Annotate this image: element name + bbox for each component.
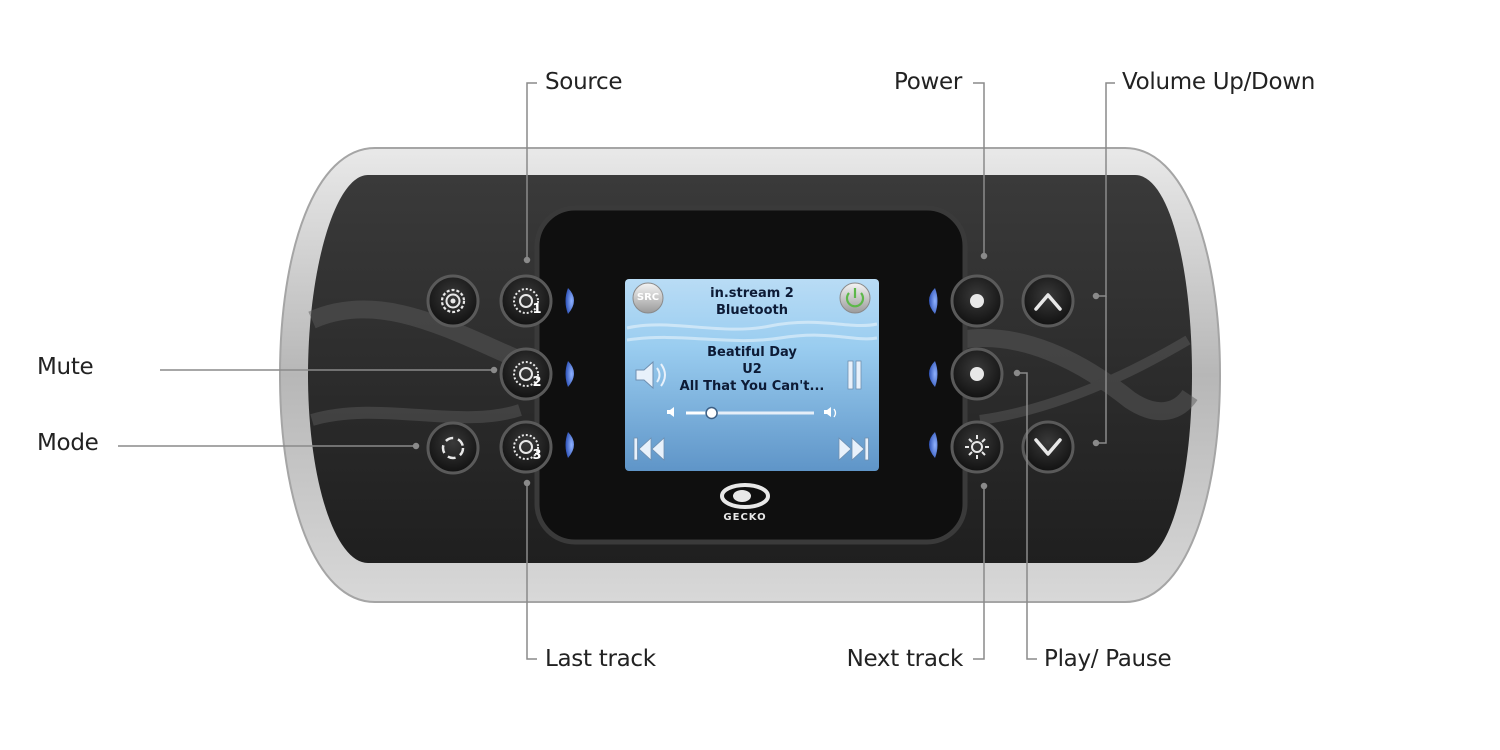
gecko-logo: [720, 483, 770, 509]
indicator-lights: [565, 288, 938, 458]
screen-water-highlights: [626, 320, 878, 343]
last-track-button: [499, 420, 553, 474]
chevron-up-icon: [1034, 293, 1062, 311]
brand-name: GECKO: [723, 512, 767, 523]
mode-button: [426, 421, 480, 475]
screen-source-name: Bluetooth: [716, 303, 788, 318]
last-track-button-digit: 3: [532, 448, 542, 463]
callout-last-track: Last track: [545, 646, 656, 672]
pause-icon: [847, 360, 862, 390]
callout-source: Source: [545, 69, 623, 95]
settings-button: [426, 274, 480, 328]
callout-power: Power: [893, 69, 962, 95]
screen-title: in.stream 2: [710, 286, 794, 301]
volume-down-button: [1021, 420, 1075, 474]
src-button-label: SRC: [636, 292, 660, 303]
callout-mode: Mode: [37, 430, 99, 456]
callout-mute: Mute: [37, 354, 94, 380]
speaker-icon: [635, 360, 666, 390]
next-track-icon: [838, 437, 869, 461]
callout-leader-lines: [118, 82, 1115, 660]
mute-button-digit: 2: [532, 375, 542, 390]
source-button-digit: 1: [532, 302, 542, 317]
track-artist: U2: [742, 362, 762, 377]
cycle-icon: [441, 436, 465, 460]
track-album: All That You Can't...: [679, 379, 825, 394]
callout-play-pause: Play/ Pause: [1044, 646, 1172, 672]
gear-icon: [440, 288, 466, 314]
chevron-down-icon: [1034, 438, 1062, 456]
src-button-icon: [632, 282, 664, 314]
callout-next-track: Next track: [846, 646, 964, 672]
next-track-button: [950, 420, 1004, 474]
play-pause-button: [950, 347, 1004, 401]
volume-up-button: [1021, 274, 1075, 328]
previous-track-icon: [633, 437, 665, 461]
callout-volume: Volume Up/Down: [1122, 69, 1316, 95]
track-title: Beatiful Day: [707, 345, 797, 360]
source-button: [499, 274, 553, 328]
mute-button: [499, 347, 553, 401]
light-icon: [965, 435, 989, 459]
power-button: [950, 274, 1004, 328]
volume-slider: [667, 406, 837, 420]
display-screen: [625, 279, 879, 471]
